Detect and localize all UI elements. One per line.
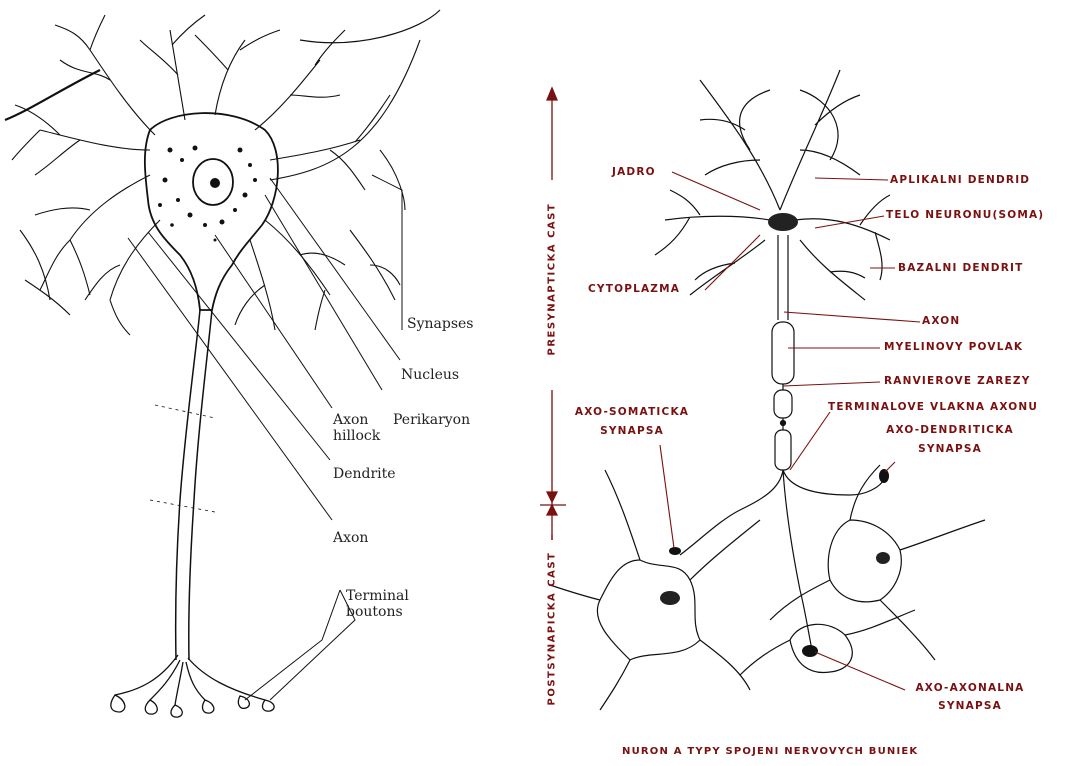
label-axon: Axon — [333, 530, 368, 546]
label-presynapticka: PRESYNAPTICKA CAST — [547, 216, 558, 356]
axo-axonal-synapse — [802, 645, 818, 657]
label-terminal-line1: Terminal — [346, 588, 409, 604]
postsynaptic-cell-left — [597, 560, 700, 660]
diagram-caption: NURON A TYPY SPOJENI NERVOVYCH BUNIEK — [622, 745, 918, 758]
label-axo-dendriticka-line2: SYNAPSA — [880, 443, 1020, 456]
right-neuron — [540, 70, 985, 710]
label-myelinovy-povlak: MYELINOVY POVLAK — [884, 341, 1023, 354]
axo-dendritic-synapse — [879, 469, 889, 483]
label-axon-hillock-line1: Axon — [333, 412, 368, 428]
label-jadro: JADRO — [612, 166, 656, 179]
label-bazalni-dendrit: BAZALNI DENDRIT — [898, 262, 1023, 275]
postsynaptic-cell-bottom — [790, 624, 852, 672]
right-nucleus-top — [768, 213, 798, 231]
label-cytoplazma: CYTOPLAZMA — [588, 283, 680, 296]
label-axon-hillock-line2: hillock — [333, 428, 380, 444]
right-axon — [778, 235, 788, 320]
label-axo-somaticka-line1: AXO-SOMATICKA — [572, 406, 692, 419]
myelin-segment-2 — [774, 390, 792, 418]
label-telo-neuronu: TELO NEURONU(SOMA) — [886, 209, 1044, 222]
label-terminal-line2: boutons — [346, 604, 403, 620]
label-terminalove-vlakna: TERMINALOVE VLAKNA AXONU — [828, 401, 1038, 414]
myelin-segment-1 — [772, 322, 794, 384]
left-soma — [145, 113, 278, 310]
axo-somatic-synapse — [669, 547, 681, 555]
label-postsynapticka: POSTSYNAPICKA CAST — [547, 566, 558, 706]
label-axo-axonalna-line1: AXO-AXONALNA — [900, 682, 1040, 695]
label-axo-dendriticka-line1: AXO-DENDRITICKA — [880, 424, 1020, 437]
label-nucleus: Nucleus — [401, 367, 459, 383]
left-terminals — [111, 655, 274, 717]
postsynaptic-cell-right — [828, 520, 901, 602]
label-axon: AXON — [922, 315, 960, 328]
label-axo-axonalna-line2: SYNAPSA — [900, 700, 1040, 713]
myelin-segment-3 — [775, 430, 791, 470]
label-aplikalni-dendrid: APLIKALNI DENDRID — [890, 174, 1030, 187]
label-perikaryon: Perikaryon — [393, 412, 470, 428]
right-axon-terminals — [680, 470, 885, 650]
label-ranvierove-zarezy: RANVIEROVE ZAREZY — [884, 375, 1031, 388]
label-dendrite: Dendrite — [333, 466, 396, 482]
right-dendrites — [655, 70, 890, 300]
label-synapses: Synapses — [407, 316, 473, 332]
left-axon — [176, 310, 212, 660]
label-axo-somaticka-line2: SYNAPSA — [572, 425, 692, 438]
